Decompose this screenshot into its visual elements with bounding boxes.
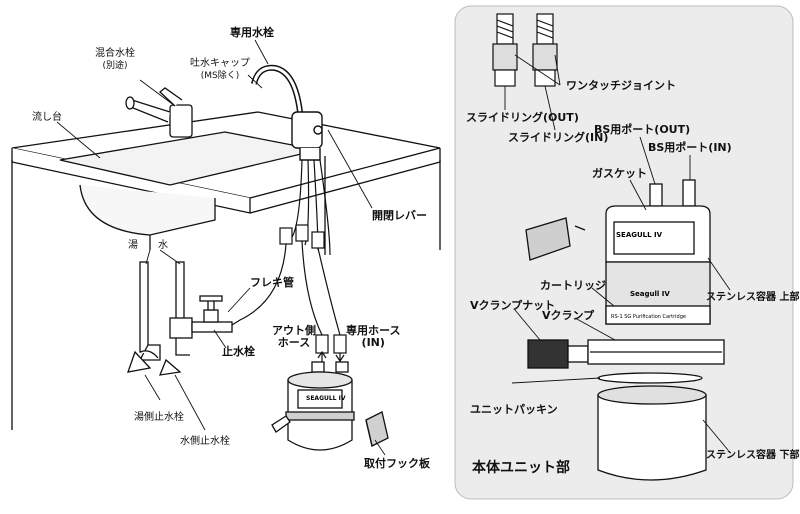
label-mixing-faucet-note: (別途) (102, 61, 128, 71)
label-lower-housing: ステンレス容器 下部 (706, 450, 800, 461)
label-in-hose-1: 専用ホース (346, 324, 401, 337)
label-slide-ring-out: スライドリング(OUT) (466, 111, 579, 124)
unit-cartridge-assembly (525, 179, 711, 325)
installed-brand: SEAGULL IV (306, 395, 346, 402)
unit-brand-cartridge: Seagull IV (630, 290, 670, 298)
unit-brand-top: SEAGULL IV (616, 231, 663, 239)
unit-hoses (492, 13, 558, 87)
label-mixing-faucet-text: 混合水栓 (95, 48, 135, 59)
hoses (231, 159, 347, 363)
sink (11, 111, 441, 430)
label-hot: 湯 (128, 240, 138, 251)
panel-title: 本体ユニット部 (472, 460, 570, 476)
label-bs-port-in: BS用ポート(IN) (648, 141, 732, 154)
label-hook-plate: 取付フック板 (364, 457, 430, 470)
leader-lines-left (56, 39, 386, 456)
label-flex-pipe: フレキ管 (250, 276, 294, 289)
label-spout-cap-note: (MS除く) (200, 71, 240, 81)
label-sink: 流し台 (32, 112, 62, 123)
label-gasket: ガスケット (592, 167, 647, 180)
label-unit-packing: ユニットパッキン (470, 403, 558, 416)
label-cold-stop: 水側止水栓 (180, 436, 230, 447)
unit-cartridge-label: RS-1 SG Purification Cartridge (611, 314, 686, 320)
label-upper-housing: ステンレス容器 上部 (706, 292, 800, 303)
label-one-touch: ワンタッチジョイント (566, 79, 676, 92)
label-lever: 開閉レバー (372, 209, 427, 222)
label-mixing-faucet: 混合水栓 (別途) (95, 48, 135, 72)
unit-v-clamp (527, 339, 725, 369)
label-hot-stop: 湯側止水栓 (134, 412, 184, 423)
label-spout-cap: 吐水キャップ (MS除く) (190, 58, 250, 82)
label-dedicated-faucet: 専用水栓 (230, 26, 274, 39)
label-in-hose-2: (IN) (361, 336, 385, 349)
label-out-hose-2: ホース (277, 336, 311, 349)
label-cold: 水 (158, 240, 168, 251)
label-v-clamp: Vクランプ (542, 309, 595, 322)
installed-unit (271, 361, 389, 451)
unit-lower (597, 372, 707, 481)
label-out-hose-1: アウト側 (272, 324, 316, 337)
label-slide-ring-in: スライドリング(IN) (508, 131, 609, 144)
label-v-clamp-nut: Vクランプナット (470, 299, 556, 312)
label-stop-valve: 止水栓 (222, 345, 255, 358)
label-spout-cap-text: 吐水キャップ (190, 58, 250, 69)
dedicated-faucet (251, 64, 323, 161)
leader-lines-right (504, 54, 731, 451)
label-out-hose: アウト側 ホース (272, 325, 316, 349)
supply-pipes (127, 261, 233, 376)
mixing-faucet (125, 87, 193, 138)
label-bs-port-out: BS用ポート(OUT) (594, 123, 691, 136)
label-in-hose: 専用ホース (IN) (346, 325, 400, 349)
label-cartridge: カートリッジ (540, 279, 606, 292)
